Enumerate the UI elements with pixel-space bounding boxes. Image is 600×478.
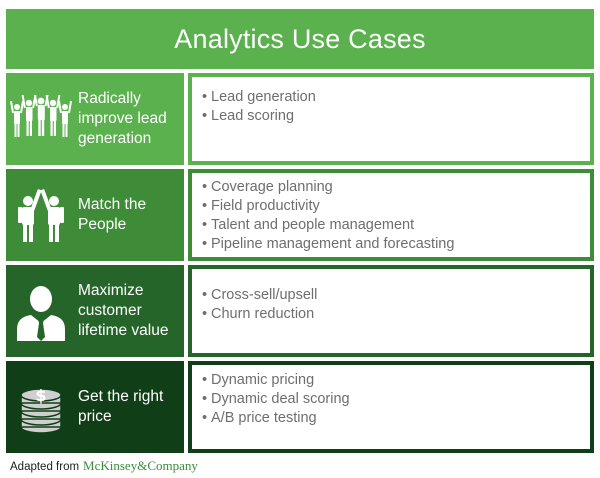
row-items-panel: •Cross-sell/upsell •Churn reduction — [188, 265, 594, 357]
row-category-panel: Match the People — [6, 169, 184, 261]
list-item: •Cross-sell/upsell — [202, 287, 318, 303]
list-item: •A/B price testing — [202, 410, 317, 426]
coin-stack-dollar-icon: $ — [6, 361, 76, 453]
use-case-row-lead-generation: Radically improve lead generation •Lead … — [6, 73, 594, 165]
row-items-panel: •Dynamic pricing •Dynamic deal scoring •… — [188, 361, 594, 453]
row-category-panel: Maximize customer lifetime value — [6, 265, 184, 357]
row-items-list: •Dynamic pricing •Dynamic deal scoring •… — [202, 371, 590, 428]
row-items-box: •Cross-sell/upsell •Churn reduction — [192, 269, 590, 353]
list-item: •Dynamic pricing — [202, 372, 315, 388]
svg-text:$: $ — [35, 386, 46, 405]
list-item: •Pipeline management and forecasting — [202, 236, 455, 252]
list-item: •Churn reduction — [202, 306, 315, 322]
list-item: •Coverage planning — [202, 179, 333, 195]
page-title: Analytics Use Cases — [6, 9, 594, 69]
row-items-panel: •Lead generation •Lead scoring — [188, 73, 594, 165]
row-category-label: Match the People — [78, 196, 147, 233]
group-people-cheering-icon — [6, 73, 76, 165]
row-category-panel: Radically improve lead generation — [6, 73, 184, 165]
row-category-panel: $ Get the right price — [6, 361, 184, 453]
list-item: •Lead generation — [202, 89, 316, 105]
row-items-box: •Dynamic pricing •Dynamic deal scoring •… — [192, 365, 590, 449]
brand-logo-text: McKinsey&Company — [83, 458, 198, 473]
row-items-box: •Coverage planning •Field productivity •… — [192, 173, 590, 257]
businessman-icon — [6, 265, 76, 357]
row-items-list: •Cross-sell/upsell •Churn reduction — [202, 286, 590, 324]
use-case-row-right-price: $ Get the right price •Dynamic pricing •… — [6, 361, 594, 453]
row-items-panel: •Coverage planning •Field productivity •… — [188, 169, 594, 261]
list-item: •Dynamic deal scoring — [202, 391, 350, 407]
row-category-label: Maximize customer lifetime value — [78, 282, 169, 339]
list-item: •Field productivity — [202, 198, 320, 214]
row-category-label: Radically improve lead generation — [78, 90, 167, 147]
list-item: •Talent and people management — [202, 217, 415, 233]
row-category-label: Get the right price — [78, 388, 164, 425]
row-items-list: •Lead generation •Lead scoring — [202, 88, 590, 126]
high-five-people-icon — [6, 169, 76, 261]
attribution-prefix: Adapted from — [10, 461, 80, 473]
use-case-row-customer-lifetime-value: Maximize customer lifetime value •Cross-… — [6, 265, 594, 357]
use-case-row-match-people: Match the People •Coverage planning •Fie… — [6, 169, 594, 261]
row-items-list: •Coverage planning •Field productivity •… — [202, 178, 590, 254]
list-item: •Lead scoring — [202, 108, 295, 124]
row-items-box: •Lead generation •Lead scoring — [192, 77, 590, 161]
